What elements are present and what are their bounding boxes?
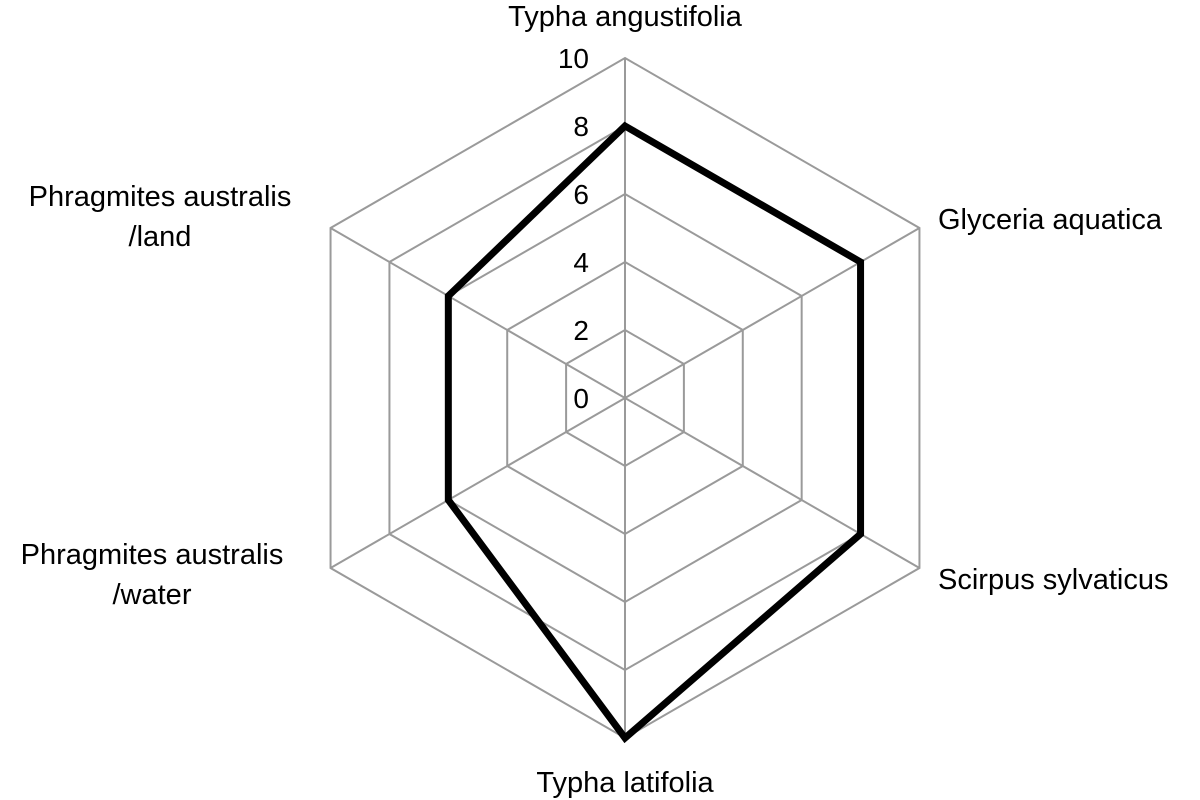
series-polygon (444, 121, 865, 744)
series-point-1 (860, 261, 862, 263)
tick-label-10: 10 (558, 43, 589, 74)
axis-spoke-2 (624, 397, 920, 569)
category-label-0: Typha angustifolia (508, 1, 743, 33)
tick-label-0: 0 (573, 383, 589, 414)
series-layer (444, 121, 865, 744)
series-point-2 (860, 533, 862, 535)
tick-label-2: 2 (573, 315, 589, 346)
tick-labels: 0 2 4 6 8 10 (558, 43, 589, 414)
tick-label-4: 4 (573, 247, 589, 278)
axis-spoke-4 (330, 397, 626, 569)
category-label-4: Phragmites australis/water (21, 539, 284, 611)
series-point-4 (447, 499, 449, 501)
axis-spoke-1 (624, 227, 920, 399)
series-point-5 (447, 295, 449, 297)
category-label-5: Phragmites australis/land (29, 181, 292, 253)
tick-label-8: 8 (573, 111, 589, 142)
axis-spokes (330, 58, 920, 738)
category-label-2: Scirpus sylvaticus (938, 564, 1168, 596)
category-label-1: Glyceria aquatica (938, 204, 1163, 236)
series-point-3 (624, 737, 626, 739)
tick-label-6: 6 (573, 179, 589, 210)
category-label-3: Typha latifolia (536, 767, 714, 799)
series-point-0 (624, 125, 626, 127)
axis-spoke-5 (330, 227, 626, 399)
